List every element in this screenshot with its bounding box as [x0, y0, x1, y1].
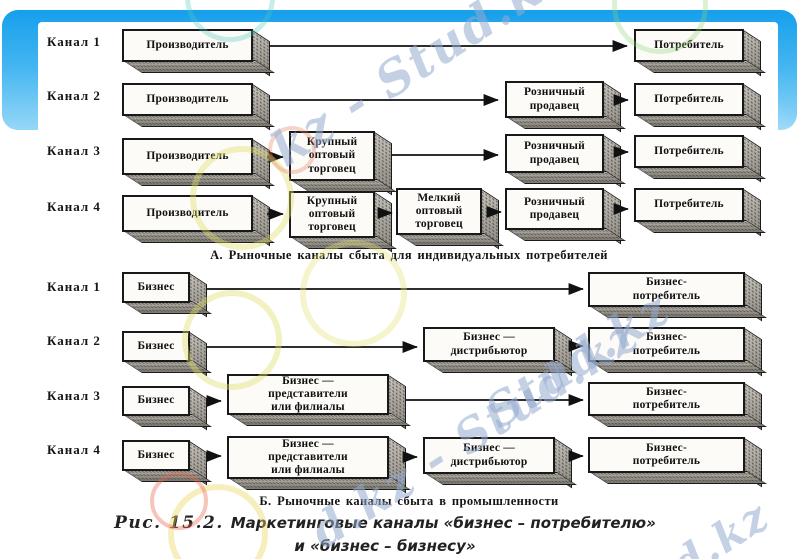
- box-business: Бизнес: [122, 272, 213, 318]
- channel-label: Канал 3: [47, 143, 101, 158]
- section-b-caption: Б. Рыночные каналы сбыта в промышленност…: [259, 494, 559, 508]
- box-consumer: Потребитель: [634, 83, 767, 131]
- box-business: Бизнес: [122, 386, 213, 431]
- box-business-representatives: Бизнес — представители или филиалы: [227, 374, 412, 430]
- box-label: Бизнес- потребитель: [588, 382, 745, 416]
- box-producer: Производитель: [122, 138, 276, 190]
- figure-caption-line1: Рис. 15.2. Маркетинговые каналы «бизнес –…: [60, 513, 710, 533]
- box-business-distributor: Бизнес — дистрибьютор: [423, 437, 578, 489]
- box-label: Бизнес — представители или филиалы: [227, 436, 389, 479]
- box-retailer: Розничный продавец: [505, 188, 627, 245]
- box-large-wholesaler: Крупный оптовый торговец: [289, 131, 398, 196]
- box-business: Бизнес: [122, 331, 213, 377]
- figure-title: Маркетинговые каналы «бизнес – потребите…: [230, 514, 656, 532]
- box-label: Крупный оптовый торговец: [289, 131, 375, 181]
- channel-label: Канал 3: [47, 388, 101, 403]
- box-business: Бизнес: [122, 440, 213, 486]
- box-label: Потребитель: [634, 188, 744, 222]
- box-large-wholesaler: Крупный оптовый торговец: [289, 191, 398, 253]
- box-label: Бизнес- потребитель: [588, 437, 745, 473]
- box-label: Бизнес- потребитель: [588, 272, 745, 307]
- box-label: Потребитель: [634, 29, 744, 62]
- box-label: Потребитель: [634, 135, 744, 168]
- box-label: Потребитель: [634, 83, 744, 116]
- channel-label: Канал 1: [47, 279, 101, 294]
- channel-label: Канал 2: [47, 88, 101, 103]
- box-label: Бизнес — дистрибьютор: [423, 437, 555, 474]
- box-business-consumer: Бизнес- потребитель: [588, 272, 768, 322]
- box-label: Производитель: [122, 83, 253, 116]
- box-label: Бизнес: [122, 386, 190, 416]
- figure-number: Рис. 15.2.: [114, 513, 224, 533]
- figure-caption: Рис. 15.2. Маркетинговые каналы «бизнес –…: [60, 513, 710, 555]
- box-consumer: Потребитель: [634, 29, 767, 77]
- box-business-consumer: Бизнес- потребитель: [588, 327, 768, 377]
- channel-label: Канал 1: [47, 34, 101, 49]
- section-a-caption: А. Рыночные каналы сбыта для индивидуаль…: [210, 248, 608, 262]
- box-small-wholesaler: Мелкий оптовый торговец: [396, 188, 505, 250]
- box-label: Бизнес- потребитель: [588, 327, 745, 362]
- box-retailer: Розничный продавец: [505, 134, 627, 188]
- box-label: Бизнес — дистрибьютор: [423, 327, 555, 362]
- box-label: Производитель: [122, 29, 253, 62]
- box-label: Производитель: [122, 195, 253, 232]
- box-consumer: Потребитель: [634, 135, 767, 183]
- box-label: Бизнес: [122, 331, 190, 362]
- box-business-consumer: Бизнес- потребитель: [588, 382, 768, 431]
- box-retailer: Розничный продавец: [505, 81, 627, 133]
- box-producer: Производитель: [122, 83, 276, 131]
- box-label: Розничный продавец: [505, 188, 604, 230]
- box-consumer: Потребитель: [634, 188, 767, 237]
- channel-label: Канал 4: [47, 199, 101, 214]
- box-business-consumer: Бизнес- потребитель: [588, 437, 768, 488]
- box-producer: Производитель: [122, 29, 276, 77]
- box-business-representatives: Бизнес — представители или филиалы: [227, 436, 412, 494]
- box-label: Производитель: [122, 138, 253, 175]
- channel-label: Канал 2: [47, 333, 101, 348]
- figure-caption-line2: и «бизнес – бизнесу»: [294, 537, 476, 555]
- box-label: Мелкий оптовый торговец: [396, 188, 482, 235]
- box-label: Бизнес — представители или филиалы: [227, 374, 389, 415]
- box-label: Бизнес: [122, 272, 190, 303]
- box-label: Розничный продавец: [505, 81, 604, 118]
- channel-label: Канал 4: [47, 442, 101, 457]
- box-label: Розничный продавец: [505, 134, 604, 173]
- box-label: Крупный оптовый торговец: [289, 191, 375, 238]
- box-producer: Производитель: [122, 195, 276, 247]
- box-business-distributor: Бизнес — дистрибьютор: [423, 327, 578, 377]
- box-label: Бизнес: [122, 440, 190, 471]
